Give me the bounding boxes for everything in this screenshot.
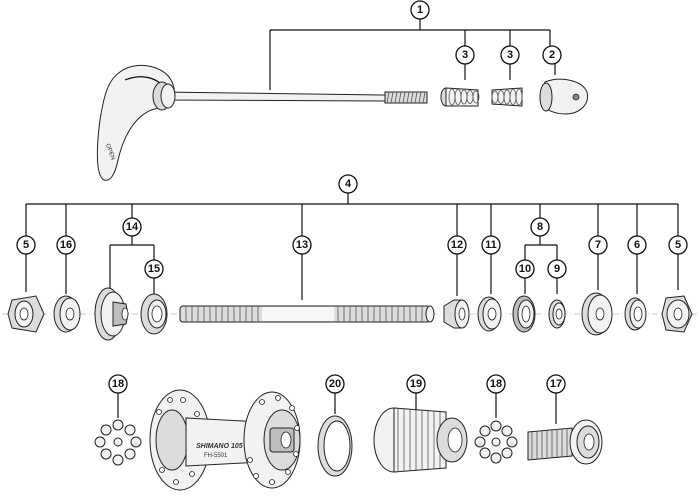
callout-18-left: 18 — [108, 374, 128, 394]
callout-5-left: 5 — [16, 235, 36, 255]
callout-20: 20 — [325, 374, 345, 394]
locknut-right — [661, 295, 693, 333]
svg-text:15: 15 — [148, 263, 160, 275]
svg-text:19: 19 — [410, 378, 422, 390]
callout-6: 6 — [627, 235, 647, 255]
svg-text:8: 8 — [537, 221, 543, 233]
callout-7: 7 — [588, 235, 608, 255]
spring-right — [491, 87, 523, 107]
callout-15: 15 — [144, 259, 164, 279]
ball-bearings-left — [94, 419, 142, 466]
svg-text:18: 18 — [112, 378, 124, 390]
svg-text:4: 4 — [345, 178, 352, 190]
ball-bearings-right — [474, 420, 518, 464]
seal-ring-20 — [317, 415, 353, 477]
svg-text:13: 13 — [296, 239, 308, 251]
hub-brand-text: SHIMANO 105 — [196, 443, 243, 450]
seal-ring-15 — [140, 293, 168, 335]
svg-text:12: 12 — [451, 239, 463, 251]
skewer-rod — [159, 91, 428, 104]
svg-text:9: 9 — [554, 263, 560, 275]
callout-19: 19 — [406, 374, 426, 394]
quick-release-group: OPEN — [96, 0, 589, 181]
svg-text:10: 10 — [519, 263, 531, 275]
svg-text:1: 1 — [417, 4, 423, 16]
callout-13: 13 — [292, 235, 312, 255]
svg-text:6: 6 — [634, 239, 640, 251]
callout-8: 8 — [530, 217, 550, 237]
cone-with-seal — [94, 287, 129, 341]
svg-text:18: 18 — [490, 378, 502, 390]
freehub-fixing-bolt — [527, 419, 603, 465]
svg-text:5: 5 — [675, 239, 681, 251]
svg-text:17: 17 — [550, 378, 562, 390]
svg-text:20: 20 — [329, 378, 341, 390]
spacer-16 — [53, 295, 81, 333]
cone-12 — [443, 299, 470, 329]
freehub-body — [373, 407, 468, 473]
adjusting-nut — [539, 78, 589, 115]
svg-text:16: 16 — [60, 239, 72, 251]
callout-2: 2 — [542, 45, 562, 65]
callout-9: 9 — [547, 259, 567, 279]
hub-shell: SHIMANO 105 FH-5501 — [149, 389, 301, 491]
callout-3-left: 3 — [455, 45, 475, 65]
callout-17: 17 — [546, 374, 566, 394]
callout-4: 4 — [338, 174, 358, 194]
svg-text:3: 3 — [507, 49, 513, 61]
spacer-7 — [581, 292, 613, 336]
seal-10 — [512, 295, 536, 333]
callout-14: 14 — [122, 217, 142, 237]
svg-text:14: 14 — [126, 221, 139, 233]
svg-text:7: 7 — [595, 239, 601, 251]
spacer-11 — [477, 296, 502, 332]
callout-11: 11 — [481, 235, 501, 255]
svg-text:5: 5 — [23, 239, 29, 251]
callout-18-right: 18 — [486, 374, 506, 394]
callout-16: 16 — [56, 235, 76, 255]
axle-assembly-group: 4 5 16 14 15 13 12 11 — [2, 174, 698, 341]
locknut-left — [7, 295, 45, 333]
callout-1: 1 — [410, 0, 430, 20]
lever-open-text: OPEN — [104, 143, 115, 161]
callout-12: 12 — [447, 235, 467, 255]
svg-text:2: 2 — [549, 49, 555, 61]
quick-release-lever: OPEN — [96, 64, 176, 181]
callout-10: 10 — [515, 259, 535, 279]
hub-body-group: SHIMANO 105 FH-5501 — [94, 374, 603, 491]
callout-5-right: 5 — [668, 235, 688, 255]
svg-text:11: 11 — [485, 239, 497, 251]
callout-3-right: 3 — [500, 45, 520, 65]
svg-text:3: 3 — [462, 49, 468, 61]
hub-model-text: FH-5501 — [204, 453, 228, 459]
washer-6 — [624, 297, 647, 331]
hub-axle — [179, 305, 435, 323]
spring-left — [440, 87, 480, 107]
washer-9 — [548, 299, 566, 329]
